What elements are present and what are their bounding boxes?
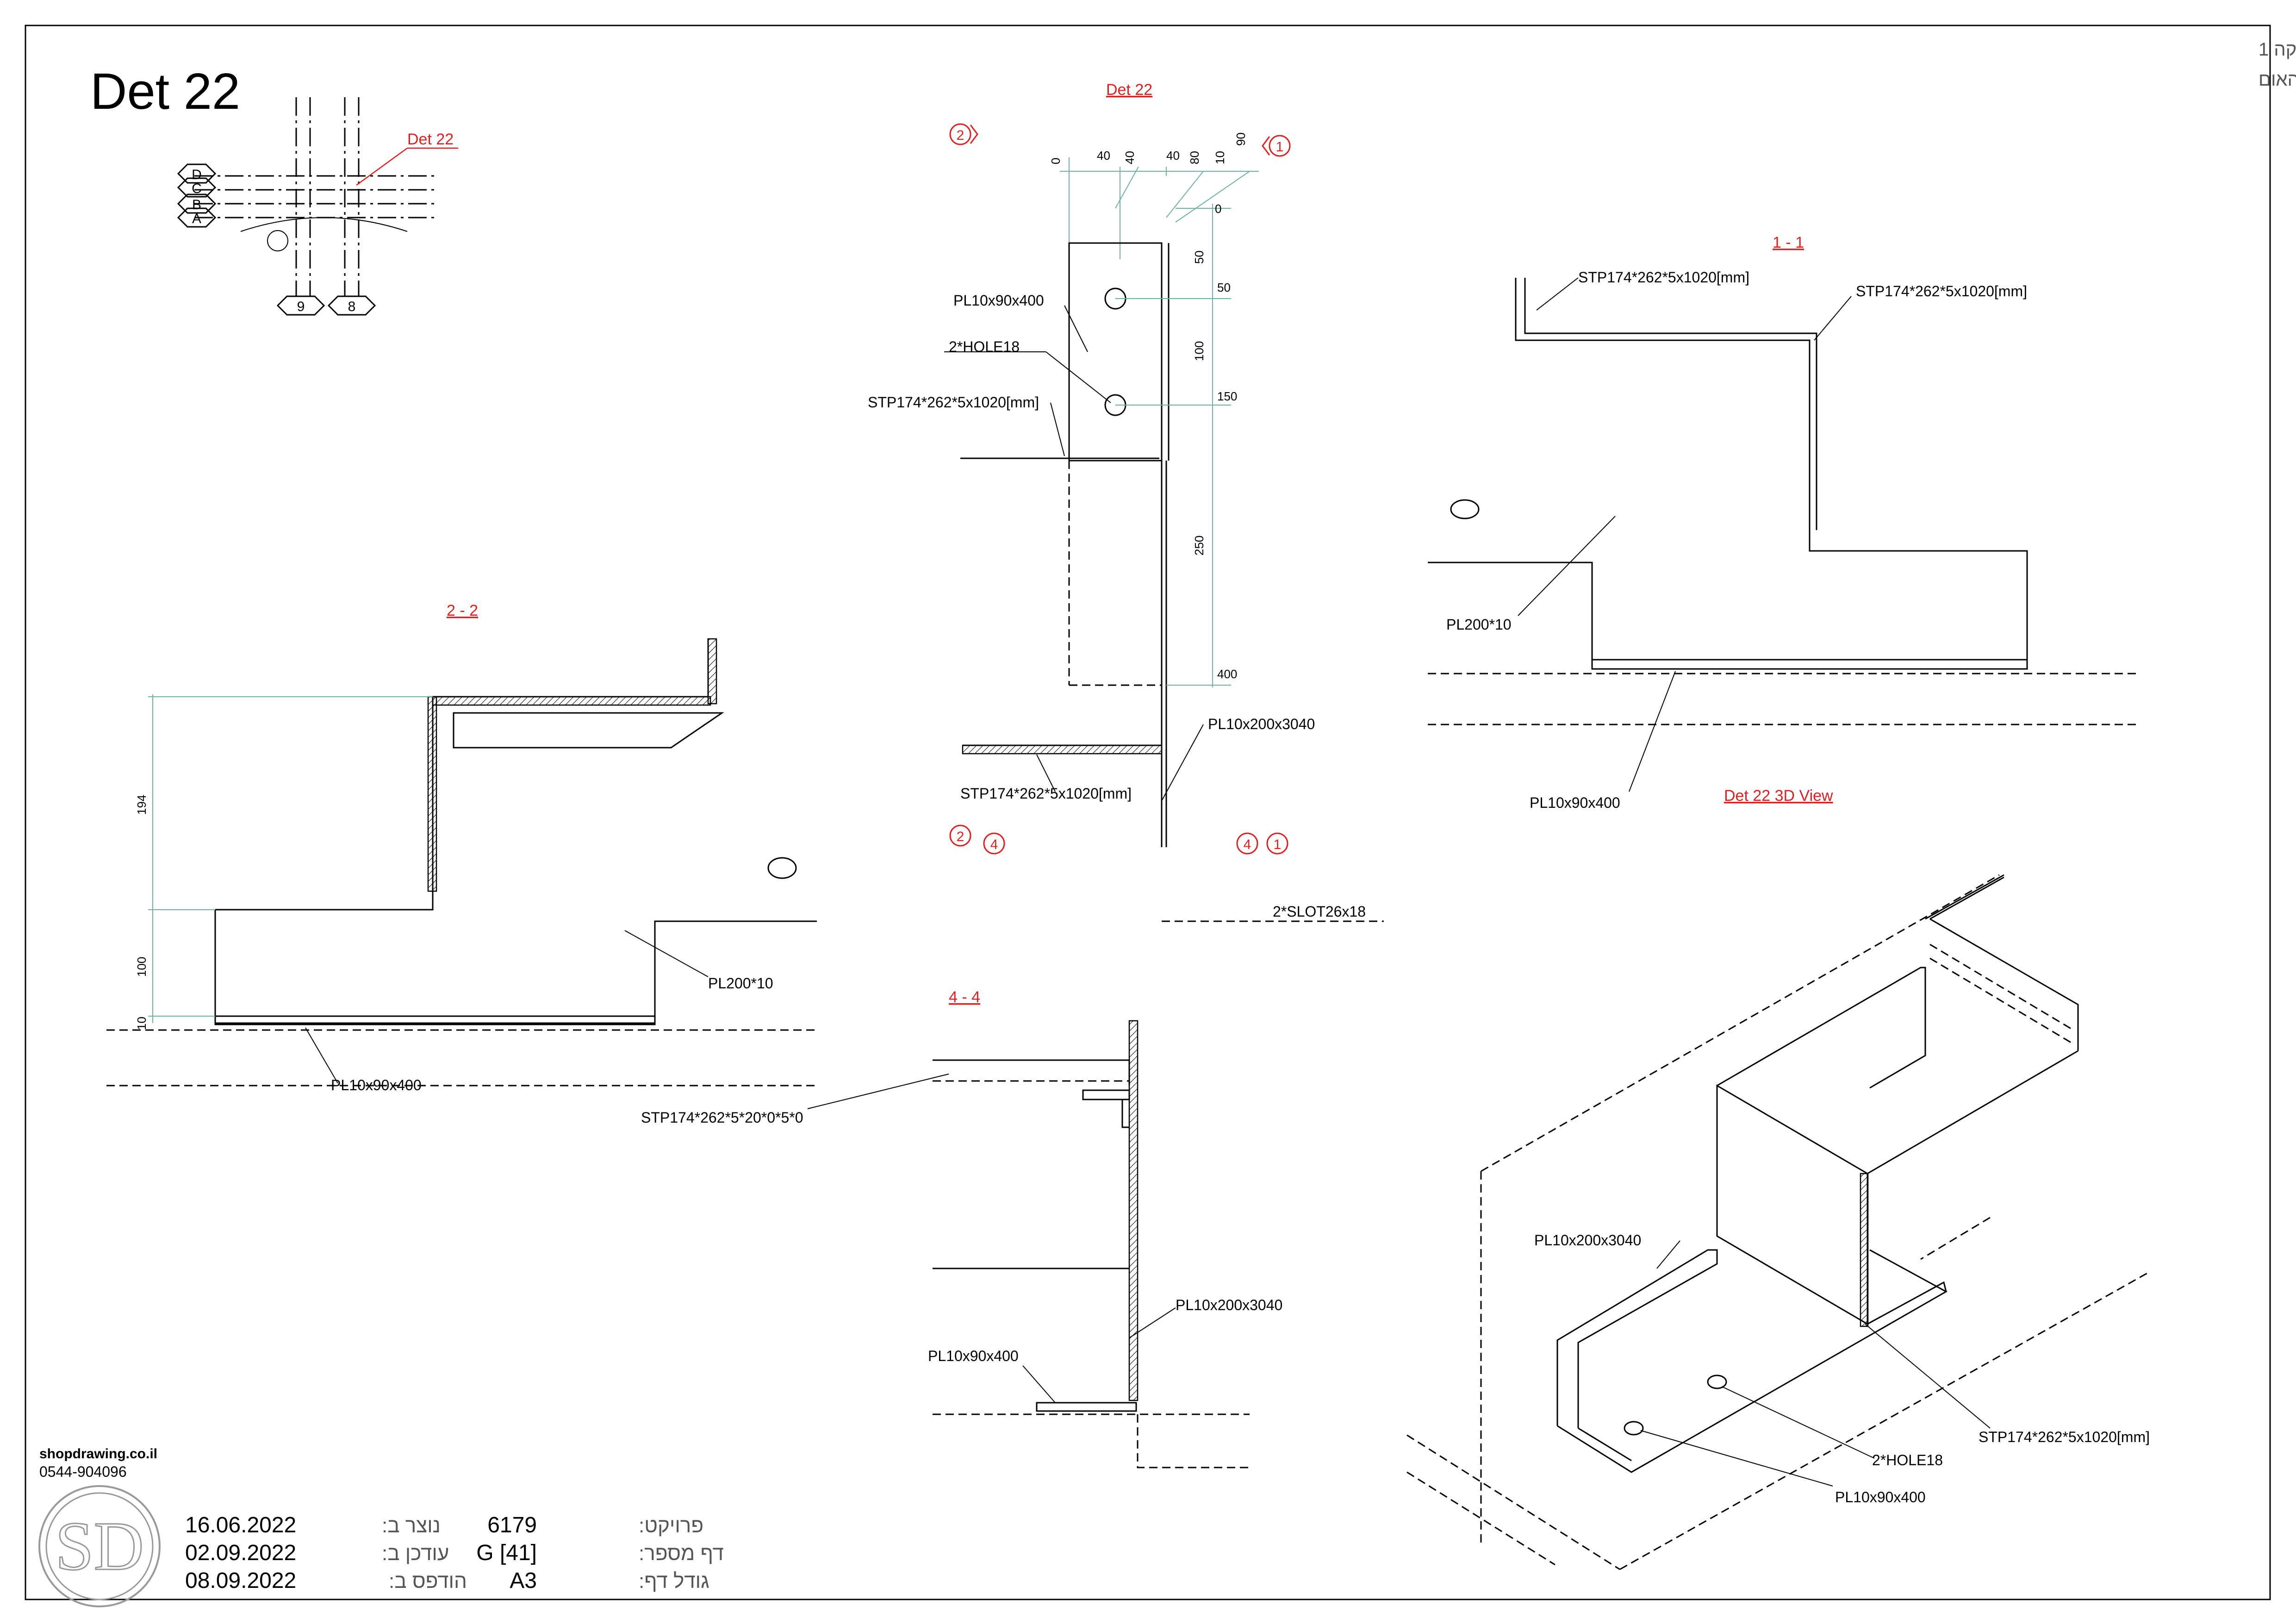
sheet-value: G [41] <box>476 1541 537 1565</box>
sheet-title: Det 22 <box>90 63 240 120</box>
svg-text:C: C <box>192 181 202 196</box>
svg-text:B: B <box>192 197 201 212</box>
updated-label: עודכן ב: <box>382 1542 449 1565</box>
dim-top-0: 0 <box>1049 158 1063 164</box>
section-marker-4-1-bottom: 4 1 <box>1236 832 1288 855</box>
section-marker-2-bottom: 2 4 <box>949 824 1005 855</box>
label-3d-column: PL10x200x3040 <box>1534 1232 1641 1249</box>
dim-side-250: 250 <box>1192 536 1206 556</box>
dim-22-194: 194 <box>135 795 149 815</box>
svg-text:SD: SD <box>55 1508 144 1585</box>
website-text: shopdrawing.co.il <box>39 1446 157 1462</box>
dim-side-50a: 50 <box>1192 250 1206 264</box>
label-holes: 2*HOLE18 <box>949 338 1020 355</box>
key-plan: D C B A 9 8 Det 22 <box>177 97 458 316</box>
section-marker-2-top: 2 <box>949 123 978 145</box>
created-date: 16.06.2022 <box>185 1513 296 1537</box>
label-column: PL10x200x3040 <box>1208 716 1315 732</box>
view-3d-title: Det 22 3D View <box>1724 787 1833 805</box>
grid-marker-A: A <box>177 207 217 228</box>
grid-marker-8: 8 <box>327 295 376 316</box>
updated-date: 02.09.2022 <box>185 1541 296 1565</box>
section-marker-1-top: 1 <box>1262 135 1291 157</box>
svg-text:1: 1 <box>1276 139 1284 155</box>
sd-logo: SD <box>38 1485 161 1607</box>
dim-side-100: 100 <box>1192 341 1206 361</box>
printed-label: הודפס ב: <box>389 1570 467 1593</box>
note-line-2: דיסקית רגילה בצד ראש הבורג;דיסקית קפיצית… <box>2259 69 2296 90</box>
svg-text:2: 2 <box>957 128 964 143</box>
label-11-step-b: STP174*262*5x1020[mm] <box>1856 283 2027 300</box>
sheet-border <box>25 25 2271 1600</box>
svg-text:D: D <box>192 167 202 182</box>
label-3d-step: STP174*262*5x1020[mm] <box>1979 1429 2150 1445</box>
dim-side-150: 150 <box>1217 389 1237 403</box>
label-3d-holes: 2*HOLE18 <box>1872 1452 1943 1468</box>
svg-text:A: A <box>192 211 201 226</box>
view-4-4: 4 - 4 STP174*262*5*20*0*5*0 PL10x200x304… <box>641 988 1282 1468</box>
label-11-step-a: STP174*262*5x1020[mm] <box>1578 269 1749 286</box>
grid-marker-9: 9 <box>276 295 325 316</box>
svg-text:8: 8 <box>348 299 356 314</box>
view-2-2: 2 - 2 194 100 10 PL200*10 PL10x90x400 <box>106 602 817 1093</box>
view-1-1: 1 - 1 STP174*262*5x1020[mm] STP174*262*5… <box>1428 234 2138 811</box>
phone-text: 0544-904096 <box>39 1463 127 1480</box>
label-22-pl200: PL200*10 <box>708 975 773 992</box>
svg-text:4: 4 <box>1244 837 1251 852</box>
title-block: shopdrawing.co.il 0544-904096 SD 16.06.2… <box>38 1446 724 1607</box>
grid-marker-C: C <box>177 177 217 198</box>
dim-top-40c: 40 <box>1166 149 1180 162</box>
dim-22-100: 100 <box>135 957 149 977</box>
svg-text:1: 1 <box>1274 837 1282 852</box>
size-value: A3 <box>510 1568 537 1593</box>
dim-side-50b: 50 <box>1217 281 1231 294</box>
view-22-title: 2 - 2 <box>447 602 478 619</box>
dim-22-10: 10 <box>135 1017 149 1030</box>
label-11-plate: PL10x90x400 <box>1530 794 1620 811</box>
project-value: 6179 <box>487 1513 537 1537</box>
dim-top-80: 80 <box>1188 151 1201 164</box>
dim-top-10: 10 <box>1213 151 1227 164</box>
label-slot: 2*SLOT26x18 <box>1273 903 1366 920</box>
view-det22-title: Det 22 <box>1106 81 1152 99</box>
dim-side-0: 0 <box>1215 202 1221 216</box>
label-11-pl200: PL200*10 <box>1446 616 1512 633</box>
label-44-plate: PL10x90x400 <box>928 1348 1019 1364</box>
sheet-label: דף מספר: <box>639 1542 724 1565</box>
printed-date: 08.09.2022 <box>185 1568 296 1593</box>
view-3d: Det 22 3D View PL10x200x3040 STP174*262*… <box>1406 787 2150 1570</box>
dim-top-40b: 40 <box>1123 151 1137 164</box>
dim-side-400: 400 <box>1217 667 1237 681</box>
svg-text:4: 4 <box>990 837 998 852</box>
label-plate: PL10x90x400 <box>953 292 1044 309</box>
size-label: גודל דף: <box>639 1570 709 1593</box>
project-label: פרויקט: <box>639 1514 703 1537</box>
svg-text:2: 2 <box>957 829 964 844</box>
label-44-column: PL10x200x3040 <box>1176 1297 1282 1313</box>
label-step: STP174*262*5x1020[mm] <box>868 394 1039 411</box>
view-44-title: 4 - 4 <box>949 988 980 1006</box>
view-det22-front: Det 22 2 1 0 40 40 40 80 10 90 <box>868 81 1384 922</box>
dim-top-90: 90 <box>1234 132 1248 146</box>
label-44-step: STP174*262*5*20*0*5*0 <box>641 1109 803 1126</box>
created-label: נוצר ב: <box>382 1514 441 1537</box>
grid-marker-D: D <box>177 163 217 184</box>
dim-top-40a: 40 <box>1097 149 1110 162</box>
note-line-1: עובי ריתוך: מילאת 0.7 מהדק (כפחות 5) : ה… <box>2259 39 2296 60</box>
label-22-plate: PL10x90x400 <box>331 1077 422 1093</box>
view-11-title: 1 - 1 <box>1773 234 1804 251</box>
label-3d-plate: PL10x90x400 <box>1835 1489 1926 1505</box>
svg-text:9: 9 <box>297 299 305 314</box>
key-plan-label: Det 22 <box>407 131 454 148</box>
label-step-bottom: STP174*262*5x1020[mm] <box>960 785 1132 802</box>
